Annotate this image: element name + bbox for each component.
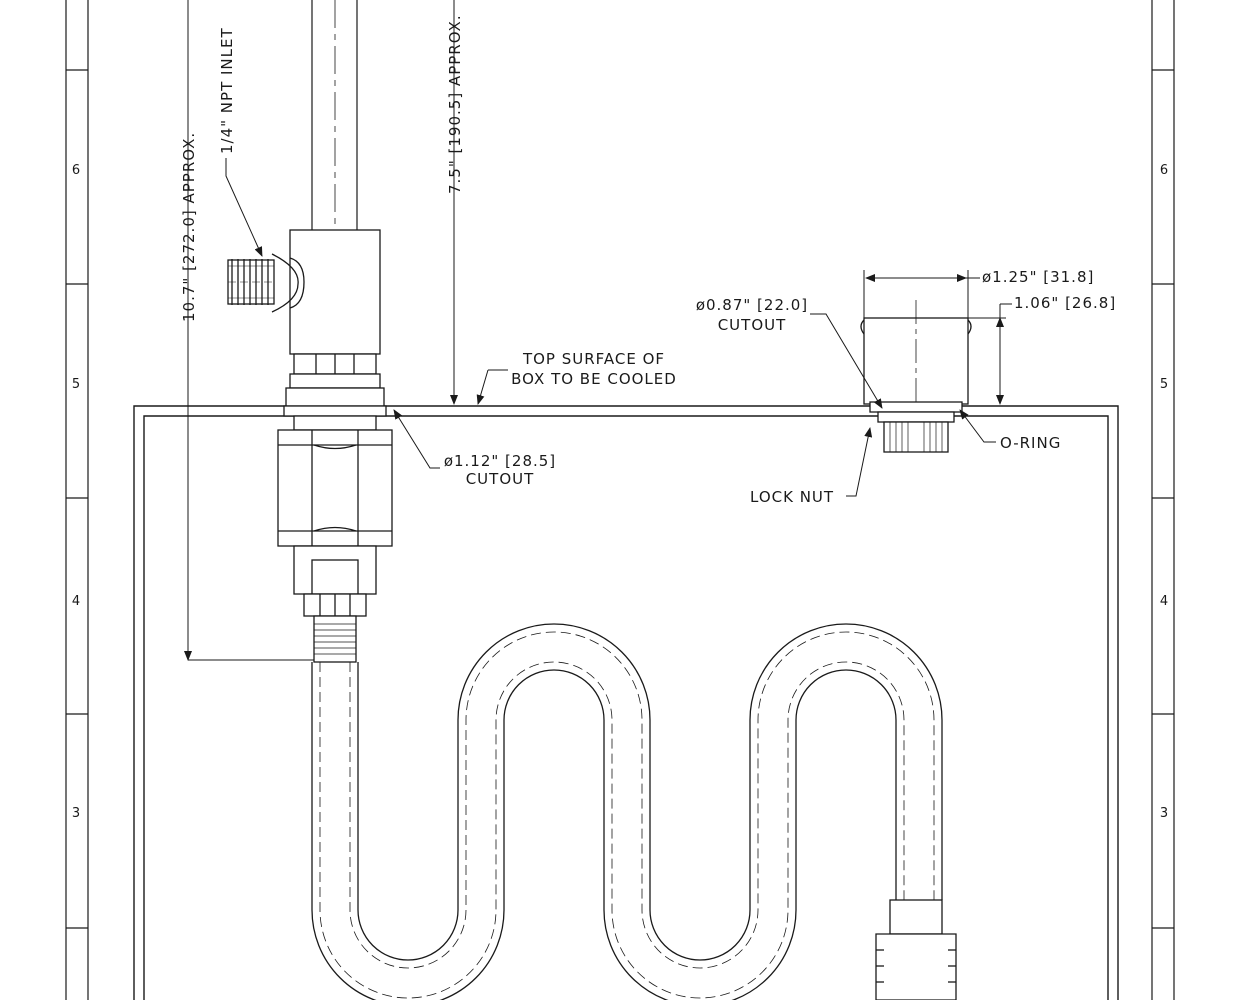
inlet-fitting-stack (277, 353, 393, 663)
zone-label: 6 (72, 163, 80, 178)
small-cutout-label-2: CUTOUT (718, 316, 787, 334)
inlet-thread (227, 259, 275, 305)
lock-nut-label: LOCK NUT (750, 488, 834, 506)
zone-label: 3 (1160, 806, 1168, 821)
inlet-label: 1/4" NPT INLET (218, 27, 236, 154)
leader-lines (225, 158, 996, 497)
overall-height-label: 10.7" [272.0] APPROX. (180, 132, 198, 322)
coil-tube (311, 623, 943, 1005)
zone-label: 4 (1160, 594, 1168, 609)
zone-label: 4 (72, 594, 80, 609)
dimension-lines (184, 0, 1012, 661)
cooled-box (133, 405, 1119, 1000)
upper-height-label: 7.5" [190.5] APPROX. (446, 14, 464, 194)
zone-labels-right: 6 5 4 3 (1160, 163, 1168, 821)
zone-label: 3 (72, 806, 80, 821)
outlet-diameter-label: ø1.25" [31.8] (982, 268, 1094, 286)
oring-label: O-RING (1000, 434, 1061, 452)
outlet-cap (860, 300, 972, 456)
inlet-tee (227, 229, 381, 355)
outlet-height-label: 1.06" [26.8] (1014, 294, 1116, 312)
top-surface-label-2: BOX TO BE COOLED (511, 370, 677, 388)
zone-label: 6 (1160, 163, 1168, 178)
zone-label: 5 (72, 377, 80, 392)
zone-labels-left: 6 5 4 3 (72, 163, 80, 821)
top-surface-label: TOP SURFACE OF (522, 350, 665, 368)
sheet-border (65, 0, 1175, 1000)
large-cutout-label: ø1.12" [28.5] (444, 452, 556, 470)
small-cutout-label: ø0.87" [22.0] (696, 296, 808, 314)
coil-end-fitting (875, 899, 957, 1001)
zone-label: 5 (1160, 377, 1168, 392)
large-cutout-label-2: CUTOUT (466, 470, 535, 488)
